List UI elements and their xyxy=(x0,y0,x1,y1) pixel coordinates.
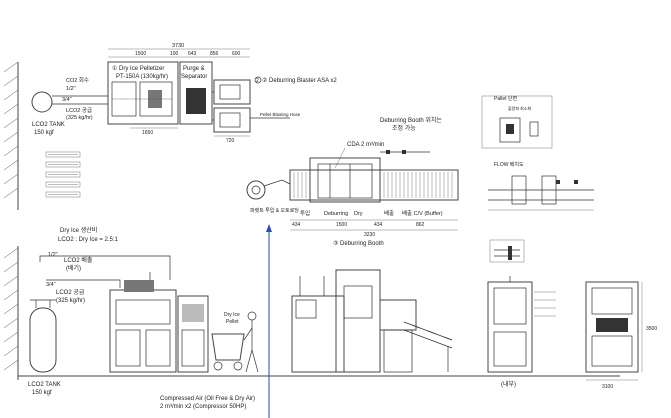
elev-vent: (배기) xyxy=(66,264,81,272)
dim-total-top: 3730 xyxy=(172,43,184,49)
lco2-tank-top xyxy=(31,91,53,113)
blaster-callout-marker: 2 xyxy=(256,78,259,84)
elev-dry-ice-pellet-1: Dry Ice xyxy=(224,312,240,318)
elev-size-3-4: 3/4" xyxy=(46,282,56,288)
elev-tank-weight: 150 kgf xyxy=(32,390,52,396)
booth-conveyor-plan xyxy=(289,150,459,203)
elev-dry-ice-pellet-2: Pellet xyxy=(226,319,239,325)
booth-note-2: 조정 가능 xyxy=(392,124,416,132)
blaster-label: ② Deburring Blaster ASA x2 xyxy=(262,77,337,84)
booth-plan-view: Deburring Booth 위치는 조정 가능 CDA 2 m³/min xyxy=(246,116,459,247)
compressed-air-1: Compressed Air (Oil Free & Dry Air) xyxy=(160,396,255,402)
purge-label: Purge & xyxy=(183,66,205,72)
pelletizer-model: PT-150A (130kg/hr) xyxy=(116,74,168,80)
pelletizer-label: ① Dry Ice Pelletizer xyxy=(112,65,164,72)
booth-label-out: 배출 xyxy=(384,209,394,217)
loading-caption: 파렛트 투입 & 오토로딩 xyxy=(250,207,299,214)
dim-bottom-right: 3100 xyxy=(602,384,613,390)
booth-label-input: 투입 xyxy=(300,209,310,217)
compressed-air-2: 2 m³/min x2 (Compressor 50HP) xyxy=(160,404,246,410)
dim-d3: 643 xyxy=(188,51,197,57)
ratio-line-1: Dry Ice 생산비 xyxy=(60,226,97,234)
co2-return-label: CO2 회수 xyxy=(66,76,89,84)
pallet-note: 불량파 최소화 xyxy=(508,105,532,111)
booth-dim-3: 434 xyxy=(374,222,383,228)
booth-label-dry: Dry xyxy=(354,211,363,217)
dim-d4: 856 xyxy=(210,51,219,57)
purge-separator-plan xyxy=(179,61,213,125)
pallet-section-title: Pallet 단면 xyxy=(494,95,517,102)
cda-label: CDA 2 m³/min xyxy=(347,142,384,148)
lco2-supply-label: LCO2 공급 xyxy=(66,107,92,114)
flow-layout-title: FLOW 배치도 xyxy=(494,161,524,168)
dim-side-1650: 1650 xyxy=(142,130,153,136)
booth-label-deburring: Deburring xyxy=(324,211,348,217)
flow-layout-drawing xyxy=(488,175,594,211)
elev-lco2-rate: (325 kg/hr) xyxy=(56,298,85,304)
separator-label: Separator xyxy=(181,74,207,80)
booth-label-buffer: 배출 C/V (Buffer) xyxy=(402,209,443,217)
right-detail-views: Pallet 단면 불량파 최소화 FLOW 배치도 xyxy=(481,95,594,263)
elevation-view: Dry Ice 생산비 LCO2 : Dry Ice = 2.5:1 1/2" … xyxy=(3,224,657,418)
booth-note-1: Deburring Booth 위치는 xyxy=(380,116,442,124)
operator-figure xyxy=(243,311,259,373)
dim-d5: 600 xyxy=(232,51,241,57)
wall-hatch-bottom xyxy=(3,246,19,380)
booth-dim-1: 434 xyxy=(292,222,301,228)
dry-ice-bin-elevation xyxy=(211,333,245,371)
pipe-legend-notes xyxy=(45,151,81,198)
wall-hatch-top xyxy=(3,61,19,210)
loading-robot-plan xyxy=(246,179,291,200)
dim-side-720: 720 xyxy=(226,138,235,144)
detail-clip-drawing xyxy=(489,239,525,263)
dim-d2: 100 xyxy=(170,51,179,57)
ratio-line-2: LCO2 : Dry Ice = 2.5:1 xyxy=(58,237,119,243)
elev-lco2-supply: LCO2 공급 xyxy=(56,289,85,296)
elev-size-1-2: 1/2" xyxy=(48,252,58,258)
lco2-tank-label: LCO2 TANK xyxy=(32,122,65,128)
pelletizer-elevation xyxy=(109,272,177,373)
side-view-1 xyxy=(487,276,556,373)
side-view-2 xyxy=(585,281,643,381)
pallet-section-drawing xyxy=(499,117,539,143)
lco2-supply-rate: (325 kg/hr) xyxy=(66,115,93,121)
elev-tank-label: LCO2 TANK xyxy=(28,382,61,388)
booth-elevation xyxy=(291,269,453,373)
pipe-size-3-4: 3/4" xyxy=(62,97,72,103)
booth-dim-total: 3230 xyxy=(364,232,375,238)
pipe-size-1-2: 1/2" xyxy=(66,86,76,92)
top-plan-view: LCO2 TANK 150 kgf CO2 회수 1/2" 3/4" LCO2 … xyxy=(3,43,337,210)
deburring-blaster-plan xyxy=(212,79,251,133)
side-view-label: (내부) xyxy=(501,380,516,388)
booth-title: ③ Deburring Booth xyxy=(333,240,384,247)
lco2-tank-weight: 150 kgf xyxy=(34,130,54,136)
separator-elevation xyxy=(177,295,209,373)
elev-co2-exhaust: LCO2 배출 xyxy=(64,256,93,264)
dry-ice-pelletizer-plan xyxy=(107,61,179,125)
dim-d1: 1500 xyxy=(135,51,146,57)
lco2-tank-elevation xyxy=(29,299,57,373)
dim-right-vertical: 3500 xyxy=(646,326,657,332)
booth-dim-2: 1500 xyxy=(336,222,347,228)
booth-dim-4: 862 xyxy=(416,222,425,228)
pellet-hose-label: Pellet Blasting Hose xyxy=(260,112,301,117)
